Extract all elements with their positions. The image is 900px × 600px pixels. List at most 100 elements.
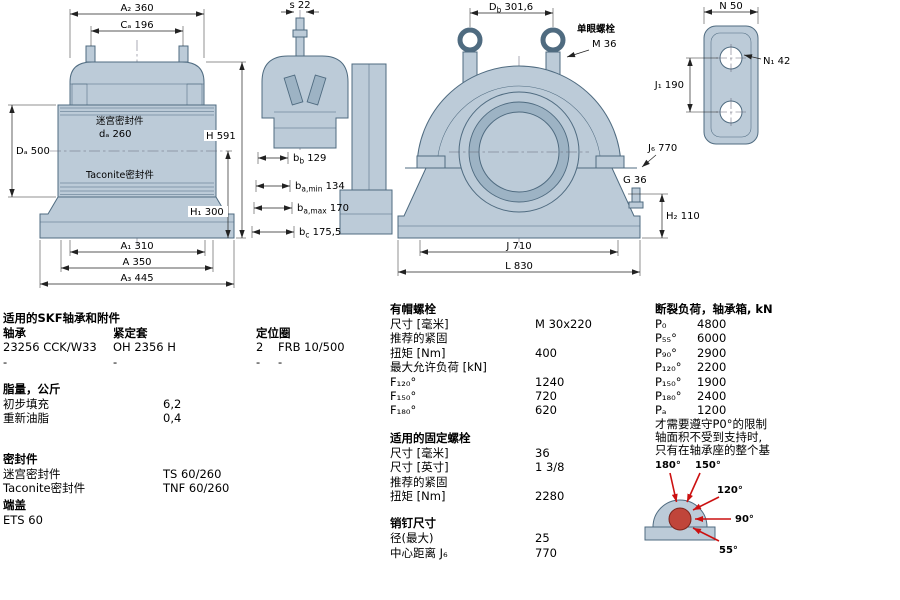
cell-bearing: - (3, 354, 8, 369)
middle-column: 有帽螺栓 尺寸 [毫米]M 30x220 推荐的紧固 扭矩 [Nm]400 最大… (390, 302, 652, 560)
note-line: 才需要遵守P0°的限制 (655, 416, 768, 431)
dim-a3: A₃ 445 (120, 273, 153, 284)
spec-row: P₁₅₀° 1900 (655, 375, 900, 389)
col-header-sleeve: 紧定套 (113, 326, 148, 340)
spec-row: 推荐的紧固 (390, 475, 652, 489)
spec-label: 推荐的紧固 (390, 474, 448, 489)
spec-label: 径(最大) (390, 531, 434, 546)
dim-s: s 22 (289, 0, 310, 11)
seals-section: 密封件 迷宫密封件 TS 60/260 Taconite密封件 TNF 60/2… (3, 452, 303, 527)
spec-row: F₁₈₀°620 (390, 403, 652, 417)
p0-note: 才需要遵守P0°的限制 轴面积不受到支持时, 只有在轴承座的整个基 (655, 416, 900, 457)
cell-sleeve: OH 2356 H (113, 340, 176, 355)
housing-side-body (261, 55, 349, 149)
spec-row: 重新油脂 0,4 (3, 411, 303, 425)
spec-value: 2280 (535, 488, 565, 503)
load-arrows (669, 472, 731, 542)
dim-bamin: ba,min 134 (295, 181, 345, 194)
spec-label: P₉₀° (655, 345, 677, 360)
drawing-base-plan-view: N 50 N₁ 42 J₁ 190 (654, 1, 790, 145)
load-direction-diagram: 180° 150° 120° 90° 55° (644, 460, 754, 556)
spec-label: 扭矩 [Nm] (390, 488, 446, 503)
col-header-locating-ring: 定位圈 (256, 326, 291, 340)
spec-value: 36 (535, 445, 550, 460)
spec-label: 重新油脂 (3, 411, 49, 426)
dim-ca: Cₐ 196 (120, 20, 153, 31)
spec-label: 推荐的紧固 (390, 331, 448, 346)
spec-value: 4800 (697, 317, 727, 331)
hub-icon (668, 507, 692, 531)
spec-label: P₁₅₀° (655, 374, 682, 389)
col-header-bearing: 轴承 (3, 326, 26, 340)
spec-value: 1200 (697, 403, 727, 418)
spec-label: F₁₂₀° (390, 374, 417, 389)
note-line: 轴面积不受到支持时, (655, 429, 763, 444)
section-title-seals: 密封件 (3, 452, 38, 466)
dim-n: N 50 (719, 1, 742, 12)
table-row: 23256 CCK/W33 OH 2356 H 2 FRB 10/500 (3, 340, 363, 354)
spec-value: 1 3/8 (535, 460, 565, 475)
spec-label: 初步填充 (3, 397, 49, 411)
housing-base (39, 196, 235, 239)
spec-row: P₉₀°2900 (655, 346, 900, 360)
grease-section: 脂量，公斤 初步填充 6,2 重新油脂 0,4 (3, 382, 303, 426)
spec-row: 径(最大)25 (390, 531, 652, 545)
dim-bb: bb 129 (293, 153, 326, 166)
spec-row: 推荐的紧固 (390, 331, 652, 345)
spec-value: 0,4 (163, 411, 182, 426)
section-title-cap-bolts: 有帽螺栓 (390, 302, 436, 316)
spec-row: P₁₂₀° 2200 (655, 360, 900, 374)
spec-row: 尺寸 [毫米]M 30x220 (390, 317, 652, 331)
spec-value: TNF 60/260 (163, 481, 230, 496)
dim-db: Db 301,6 (489, 2, 533, 15)
spec-row: 扭矩 [Nm]400 (390, 346, 652, 360)
housing-side-foot (339, 189, 393, 235)
label-labyrinth-seal: 迷宫密封件 (96, 115, 144, 127)
spec-row: F₁₂₀°1240 (390, 375, 652, 389)
dim-j6: J₆ 770 (647, 143, 677, 154)
spec-label: P₀ (655, 317, 667, 331)
dim-h1: H₁ 300 (190, 207, 224, 218)
spec-label: 尺寸 [英寸] (390, 460, 449, 475)
base-plate (703, 25, 759, 145)
table-header-row: 轴承 紧定套 定位圈 (3, 326, 363, 340)
section-title-fixing-bolts: 适用的固定螺栓 (390, 430, 471, 445)
load-angle-180: 180° (655, 460, 681, 471)
dim-j1: J₁ 190 (654, 80, 684, 91)
dim-Da: Dₐ 500 (16, 146, 50, 157)
dim-a1: A₁ 310 (120, 241, 153, 252)
cap-bolts-block: 有帽螺栓 尺寸 [毫米]M 30x220 推荐的紧固 扭矩 [Nm]400 最大… (390, 302, 652, 418)
drawing-front-view: Db 301,6 单眼螺栓 M 36 G 36 J₆ 770 H₂ 110 J … (397, 2, 700, 276)
section-title-end-cover: 端盖 (3, 497, 26, 512)
spec-label: P₁₂₀° (655, 360, 682, 375)
cell-ring: - (278, 354, 283, 369)
cap-bolt-icon (85, 45, 96, 63)
spec-row: 最大允许负荷 [kN] (390, 360, 652, 374)
label-eye-bolt-size: M 36 (592, 39, 617, 50)
spec-row: 初步填充 6,2 (3, 397, 303, 411)
load-angle-90: 90° (735, 514, 754, 525)
spec-value: ETS 60 (3, 512, 43, 527)
spec-label: 扭矩 [Nm] (390, 345, 446, 360)
cell-ring: FRB 10/500 (278, 340, 345, 355)
spec-value: 6000 (697, 331, 727, 346)
drawing-front-section-view: 迷宫密封件 dₐ 260 Taconite密封件 A₂ 360 Cₐ 196 D… (8, 3, 246, 288)
bearings-section: 适用的SKF轴承和附件 轴承 紧定套 定位圈 23256 CCK/W33 OH … (3, 311, 363, 369)
dim-da: dₐ 260 (99, 129, 132, 140)
housing-cap (69, 61, 205, 106)
dim-a2: A₂ 360 (120, 3, 153, 14)
dim-l: L 830 (505, 261, 533, 272)
spec-value: 2200 (697, 360, 727, 375)
spec-row: F₁₅₀°720 (390, 389, 652, 403)
section-title-bearings: 适用的SKF轴承和附件 (3, 311, 121, 325)
spec-label: 中心距离 J₆ (390, 545, 448, 560)
spec-value: 1900 (697, 374, 727, 389)
dim-bamax: ba,max 170 (297, 203, 349, 216)
spec-row: 尺寸 [英寸] 1 3/8 (390, 460, 652, 474)
section-title-pins: 销钉尺寸 (390, 516, 436, 531)
spec-value: M 30x220 (535, 317, 592, 331)
